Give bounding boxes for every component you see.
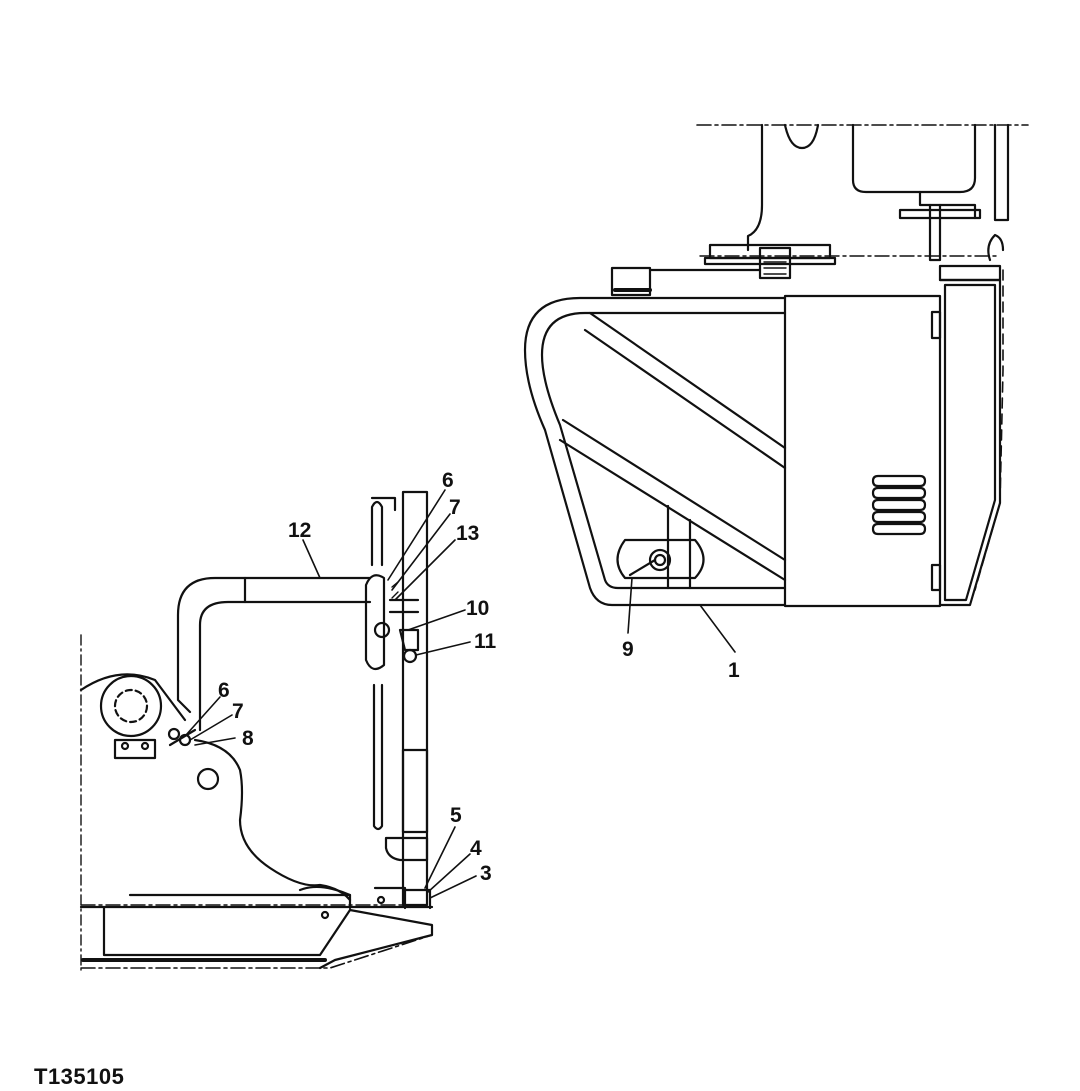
callout-12: 12	[288, 519, 311, 542]
callout-9: 9	[622, 638, 634, 661]
callout-5: 5	[450, 804, 462, 827]
callout-10: 10	[466, 597, 489, 620]
callout-13: 13	[456, 522, 479, 545]
callout-6-upper: 6	[442, 469, 454, 492]
right-view-assembly	[523, 123, 1029, 608]
leader-lines	[185, 489, 736, 899]
callout-7-lower: 7	[232, 700, 244, 723]
callout-8: 8	[242, 727, 254, 750]
left-view-assembly	[79, 490, 434, 971]
callout-4: 4	[470, 837, 482, 860]
callout-labels: 1 9 12 6 7 13 10 11 6 7 8 5 4 3	[218, 469, 740, 885]
callout-7-upper: 7	[449, 496, 461, 519]
callout-3: 3	[480, 862, 492, 885]
callout-11: 11	[474, 630, 497, 653]
figure-id-label: T135105	[34, 1064, 125, 1089]
callout-6-lower: 6	[218, 679, 230, 702]
callout-1: 1	[728, 659, 740, 682]
